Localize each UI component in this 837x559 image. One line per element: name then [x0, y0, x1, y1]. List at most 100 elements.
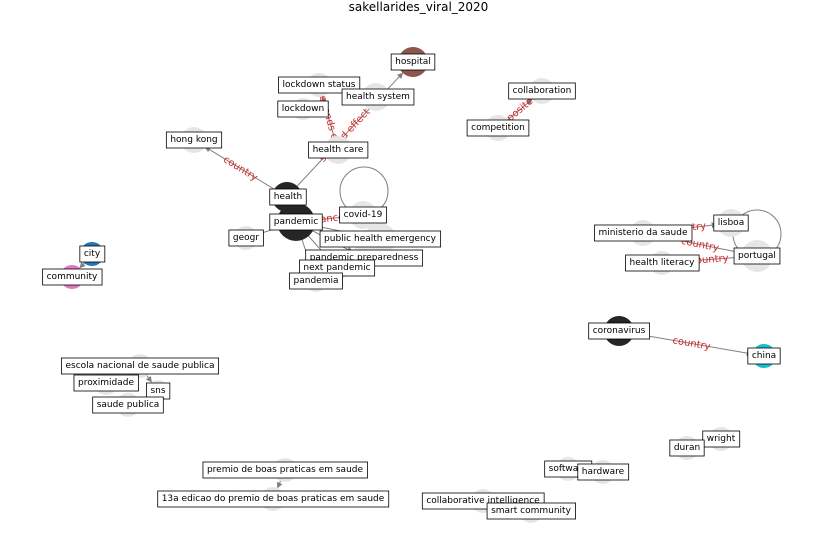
node-label-text-pandemic-prep: pandemic preparedness [310, 253, 419, 263]
node-label-proximidade: proximidade [73, 374, 139, 392]
node-label-text-health-literacy: health literacy [630, 258, 696, 268]
node-label-text-next-pandemic: next pandemic [303, 263, 370, 273]
node-label-text-wright: wright [707, 434, 736, 444]
node-label-text-duran: duran [674, 443, 700, 453]
node-label-box-community [42, 268, 103, 286]
node-label-ministerio: ministerio da saude [594, 224, 693, 242]
node-label-box-ministerio [594, 224, 693, 242]
node-label-text-ministerio: ministerio da saude [598, 228, 688, 238]
node-label-duran: duran [669, 439, 705, 457]
node-label-box-collaboration [508, 82, 576, 100]
node-label-text-escola: escola nacional de saude publica [65, 361, 214, 371]
node-label-text-covid19: covid-19 [344, 210, 383, 220]
node-label-phe: public health emergency [319, 230, 442, 248]
node-label-box-proximidade [73, 374, 139, 392]
node-label-hong-kong: hong kong [165, 131, 223, 149]
node-label-text-pandemia: pandemia [294, 276, 339, 286]
node-label-text-community: community [47, 272, 98, 282]
node-label-text-edicao: 13a edicao do premio de boas praticas em… [162, 494, 385, 504]
node-label-wright: wright [702, 430, 741, 448]
node-label-box-coronavirus [588, 322, 651, 340]
node-label-city: city [79, 245, 106, 263]
node-label-lockdown-status: lockdown status [278, 76, 361, 94]
node-label-text-portugal: portugal [738, 251, 776, 261]
node-label-box-saude-publica [92, 396, 164, 414]
node-label-china: china [747, 347, 781, 365]
node-label-text-sns: sns [150, 386, 165, 396]
node-label-geogr: geogr [228, 229, 264, 247]
node-label-box-pandemia [289, 272, 343, 290]
node-label-box-lisboa [713, 214, 749, 232]
node-label-text-health-care: health care [313, 145, 364, 155]
node-label-text-smart-community: smart community [491, 506, 571, 516]
node-label-premio: premio de boas praticas em saude [202, 461, 368, 479]
node-label-text-lockdown: lockdown [282, 104, 324, 114]
node-label-pandemic: pandemic [269, 213, 323, 231]
node-label-box-health-literacy [625, 254, 700, 272]
node-label-text-pandemic: pandemic [274, 217, 318, 227]
edge-label-health-hong-kong: country [221, 154, 259, 183]
node-label-hospital: hospital [390, 53, 436, 71]
node-label-box-duran [669, 439, 705, 457]
node-label-saude-publica: saude publica [92, 396, 164, 414]
node-label-text-city: city [84, 249, 101, 259]
node-label-hardware: hardware [577, 463, 630, 481]
node-label-text-lockdown-status: lockdown status [283, 80, 356, 90]
node-label-box-city [79, 245, 106, 263]
node-label-pandemia: pandemia [289, 272, 343, 290]
node-label-text-saude-publica: saude publica [97, 400, 160, 410]
node-label-text-collab-intel: collaborative intelligence [426, 496, 540, 506]
node-label-box-health-care [308, 141, 369, 159]
node-label-box-portugal [733, 247, 781, 265]
nodes-layer [60, 47, 776, 523]
node-label-health-care: health care [308, 141, 369, 159]
node-label-text-coronavirus: coronavirus [593, 326, 646, 336]
node-label-text-competition: competition [471, 123, 525, 133]
node-label-health-literacy: health literacy [625, 254, 700, 272]
node-label-box-geogr [228, 229, 264, 247]
node-label-text-hospital: hospital [395, 57, 431, 67]
node-label-box-edicao [157, 490, 390, 508]
node-label-edicao: 13a edicao do premio de boas praticas em… [157, 490, 390, 508]
node-label-box-health [269, 188, 307, 206]
node-label-health-system: health system [341, 88, 415, 106]
node-label-box-competition [466, 119, 530, 137]
labels-layer: hospital lockdown status health system lock… [42, 53, 781, 520]
node-label-box-covid19 [339, 206, 388, 224]
node-label-box-lockdown [277, 100, 329, 118]
node-label-text-health-system: health system [346, 92, 410, 102]
graph-title: sakellarides_viral_2020 [348, 0, 489, 14]
node-label-lockdown: lockdown [277, 100, 329, 118]
node-label-text-hong-kong: hong kong [170, 135, 217, 145]
node-label-box-phe [319, 230, 442, 248]
node-label-text-health: health [274, 192, 303, 202]
node-label-competition: competition [466, 119, 530, 137]
node-label-box-escola [61, 357, 219, 375]
node-label-collaboration: collaboration [508, 82, 576, 100]
node-label-box-wright [702, 430, 741, 448]
node-label-covid19: covid-19 [339, 206, 388, 224]
node-label-smart-community: smart community [486, 502, 576, 520]
node-label-box-hardware [577, 463, 630, 481]
node-label-community: community [42, 268, 103, 286]
node-label-box-pandemic [269, 213, 323, 231]
node-label-text-software: software [549, 464, 588, 474]
node-label-text-lisboa: lisboa [718, 218, 744, 228]
node-label-text-geogr: geogr [233, 233, 259, 243]
node-label-portugal: portugal [733, 247, 781, 265]
node-label-box-lockdown-status [278, 76, 361, 94]
edge-label-health-literacy-portugal: country [690, 253, 729, 267]
node-label-box-health-system [341, 88, 415, 106]
node-label-text-collaboration: collaboration [513, 86, 572, 96]
node-label-box-hong-kong [165, 131, 223, 149]
node-label-text-proximidade: proximidade [78, 378, 134, 388]
node-label-lisboa: lisboa [713, 214, 749, 232]
node-label-box-china [747, 347, 781, 365]
node-label-text-china: china [752, 351, 776, 361]
edge-label-coronavirus-china: country [672, 335, 712, 352]
node-label-text-hardware: hardware [582, 467, 625, 477]
node-label-box-premio [202, 461, 368, 479]
node-label-health: health [269, 188, 307, 206]
node-label-escola: escola nacional de saude publica [61, 357, 219, 375]
